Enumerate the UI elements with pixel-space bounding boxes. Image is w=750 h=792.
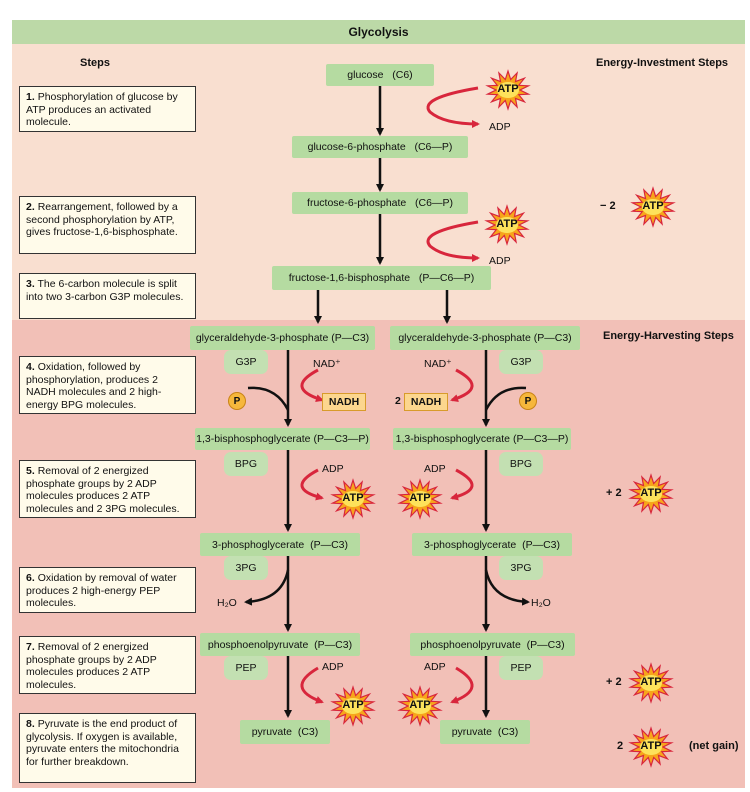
bpg-left-box: 1,3-bisphosphoglycerate (P—C3—P) — [195, 428, 370, 450]
nadh-box: NADH — [404, 393, 448, 411]
fructose-6-phosphate-box: fructose-6-phosphate (C6—P) — [292, 192, 468, 214]
3pg-tag: 3PG — [224, 556, 268, 580]
atp-label: ATP — [409, 699, 431, 711]
nad-label: NAD⁺ — [424, 358, 452, 370]
3pg-tag: 3PG — [499, 556, 543, 580]
harvest-total: + 2 — [606, 487, 622, 499]
g3p-tag: G3P — [224, 350, 268, 374]
adp-label: ADP — [424, 661, 446, 673]
adp-label: ADP — [489, 121, 511, 133]
bpg-tag: BPG — [499, 452, 543, 476]
pep-right-box: phosphoenolpyruvate (P—C3) — [410, 633, 575, 656]
water-label: H₂O — [531, 597, 551, 609]
step-box-3: 3. The 6-carbon molecule is split into t… — [19, 273, 196, 319]
net-atp-count: 2 — [617, 740, 624, 752]
harvest-total: + 2 — [606, 676, 622, 688]
atp-label: ATP — [342, 699, 364, 711]
g3p-left-box: glyceraldehyde-3-phosphate (P—C3) — [190, 326, 375, 350]
atp-starburst-core-icon — [342, 698, 364, 714]
glucose-6-phosphate-box: glucose-6-phosphate (C6—P) — [292, 136, 468, 158]
step-box-2: 2. Rearrangement, followed by a second p… — [19, 196, 196, 254]
pyruvate-left-box: pyruvate (C3) — [240, 720, 330, 744]
diagram-title: Glycolysis — [12, 20, 745, 44]
atp-label: ATP — [496, 218, 518, 230]
adp-label: ADP — [322, 661, 344, 673]
net-gain-label: (net gain) — [689, 740, 739, 752]
nadh-count: 2 — [395, 395, 401, 407]
atp-starburst-core-icon — [342, 491, 364, 507]
atp-starburst-core-icon — [640, 486, 662, 502]
atp-label: ATP — [640, 487, 662, 499]
g3p-tag: G3P — [499, 350, 543, 374]
pep-tag: PEP — [224, 656, 268, 680]
phosphate-icon: P — [519, 392, 537, 410]
investment-total: − 2 — [600, 200, 616, 212]
atp-starburst-core-icon — [640, 675, 662, 691]
phosphate-icon: P — [228, 392, 246, 410]
adp-label: ADP — [424, 463, 446, 475]
step-box-8: 8. Pyruvate is the end product of glycol… — [19, 713, 196, 783]
atp-starburst-core-icon — [497, 82, 519, 98]
atp-starburst-core-icon — [409, 491, 431, 507]
adp-label: ADP — [322, 463, 344, 475]
3pg-right-box: 3-phosphoglycerate (P—C3) — [412, 533, 572, 556]
atp-starburst-core-icon — [496, 217, 518, 233]
fructose-1-6-bisphosphate-box: fructose-1,6-bisphosphate (P—C6—P) — [272, 266, 491, 290]
atp-label: ATP — [640, 676, 662, 688]
3pg-left-box: 3-phosphoglycerate (P—C3) — [200, 533, 360, 556]
step-box-1: 1. Phosphorylation of glucose by ATP pro… — [19, 86, 196, 132]
atp-label: ATP — [409, 492, 431, 504]
bpg-right-box: 1,3-bisphosphoglycerate (P—C3—P) — [393, 428, 571, 450]
pep-tag: PEP — [499, 656, 543, 680]
step-box-6: 6. Oxidation by removal of water produce… — [19, 567, 196, 613]
atp-label: ATP — [497, 83, 519, 95]
atp-starburst-core-icon — [642, 199, 664, 215]
atp-label: ATP — [640, 740, 662, 752]
g3p-right-box: glyceraldehyde-3-phosphate (P—C3) — [390, 326, 580, 350]
glucose-box: glucose (C6) — [326, 64, 434, 86]
atp-label: ATP — [642, 200, 664, 212]
bpg-tag: BPG — [224, 452, 268, 476]
adp-label: ADP — [489, 255, 511, 267]
pyruvate-right-box: pyruvate (C3) — [440, 720, 530, 744]
water-label: H₂O — [217, 597, 237, 609]
step-box-5: 5. Removal of 2 energized phosphate grou… — [19, 460, 196, 518]
nadh-box: NADH — [322, 393, 366, 411]
harvesting-header: Energy-Harvesting Steps — [603, 330, 734, 342]
steps-header: Steps — [80, 57, 110, 69]
nad-label: NAD⁺ — [313, 358, 341, 370]
atp-label: ATP — [342, 492, 364, 504]
atp-starburst-core-icon — [640, 739, 662, 755]
pep-left-box: phosphoenolpyruvate (P—C3) — [200, 633, 360, 656]
step-box-7: 7. Removal of 2 energized phosphate grou… — [19, 636, 196, 694]
investment-header: Energy-Investment Steps — [596, 57, 729, 69]
step-box-4: 4. Oxidation, followed by phosphorylatio… — [19, 356, 196, 414]
atp-starburst-core-icon — [409, 698, 431, 714]
